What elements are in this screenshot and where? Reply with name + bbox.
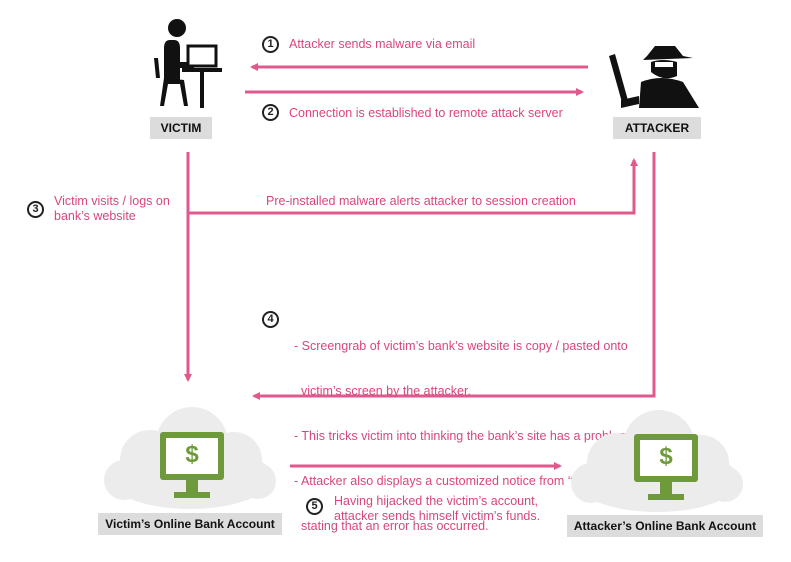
person-at-computer-icon [154,19,222,108]
step-2-badge: 2 [262,104,279,121]
step-4-line: - Screengrab of victim’s bank’s website … [294,339,628,353]
attacker-label: ATTACKER [613,117,701,139]
victim-bank-label: Victim’s Online Bank Account [98,513,282,535]
step-5-line: Having hijacked the victim’s account, [334,494,539,508]
step-3-badge: 3 [27,201,44,218]
step-1-badge: 1 [262,36,279,53]
step-5-badge: 5 [306,498,323,515]
step-4-badge: 4 [262,311,279,328]
step-3-line: Victim visits / logs on [54,194,170,208]
step-4-line: stating that an error has occurred. [294,519,489,533]
step-1-text: Attacker sends malware via email [289,37,476,51]
hacker-icon [609,46,699,108]
dollar-sign: $ [659,443,673,470]
dollar-sign: $ [185,441,199,468]
step-5-line: attacker sends himself victim’s funds. [334,509,541,523]
session-alert-text: Pre-installed malware alerts attacker to… [266,194,576,208]
monitor-dollar-icon [634,434,698,500]
arrow-session-alert [188,158,638,215]
victim-label: VICTIM [150,117,212,139]
step-2-text: Connection is established to remote atta… [289,106,563,120]
step-4-line: victim’s screen by the attacker. [294,384,471,398]
step-4-text: - Screengrab of victim’s bank’s website … [294,309,633,549]
arrow-screengrab [252,152,656,400]
step-3-text: Victim visits / logs on bank’s website [54,194,170,224]
step-5-text: Having hijacked the victim’s account, at… [334,494,540,524]
attacker-bank-label: Attacker’s Online Bank Account [567,515,763,537]
monitor-dollar-icon [160,432,224,498]
step-3-line: bank’s website [54,209,136,223]
